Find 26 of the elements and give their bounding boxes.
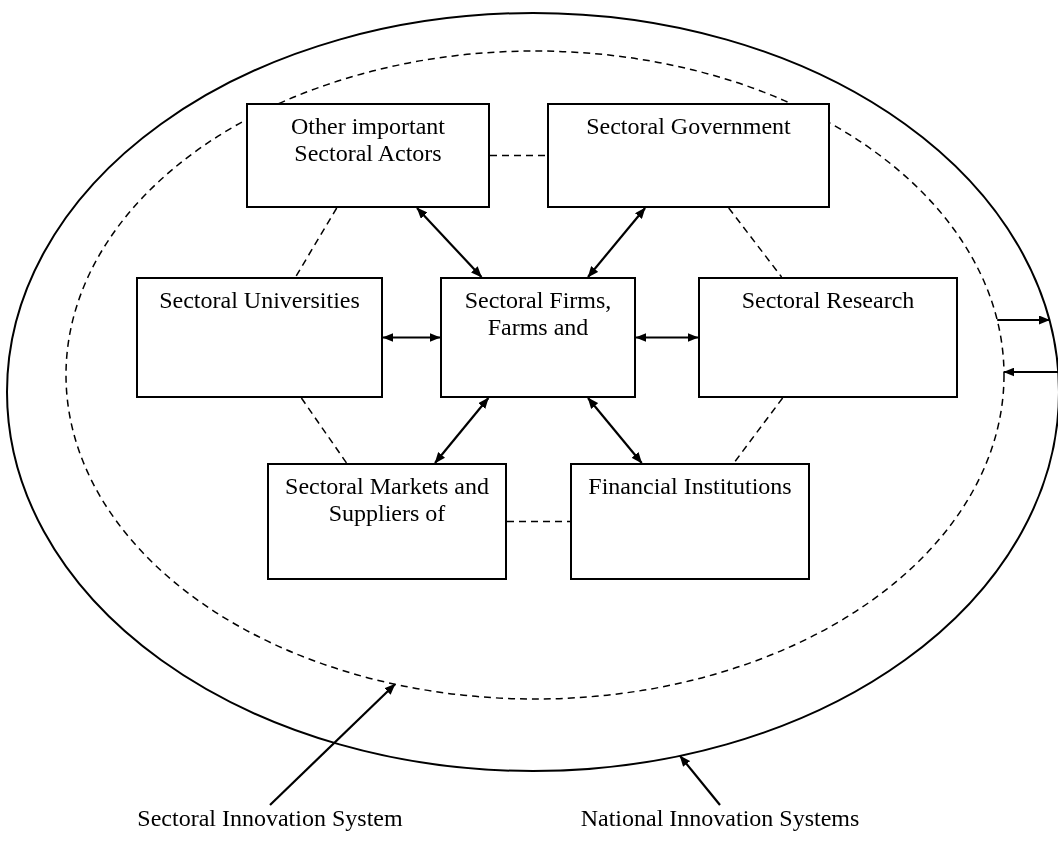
dashed-connector xyxy=(506,520,571,523)
leader-line xyxy=(269,683,396,806)
arrow xyxy=(1003,367,1058,377)
actor-box: Sectoral Research xyxy=(698,277,958,398)
dashed-connector xyxy=(733,397,784,464)
actor-box: Sectoral Universities xyxy=(136,277,383,398)
dashed-connector xyxy=(294,207,338,278)
actor-box: Financial Institutions xyxy=(570,463,810,580)
double-arrow xyxy=(587,207,646,278)
double-arrow xyxy=(587,397,643,464)
dashed-ellipse xyxy=(65,50,1005,700)
double-arrow xyxy=(434,397,490,464)
arrow xyxy=(997,315,1050,325)
dashed-connector xyxy=(727,207,783,278)
leader-line xyxy=(679,755,721,806)
actor-box: Sectoral Government xyxy=(547,103,830,208)
system-label: National Innovation Systems xyxy=(570,805,870,837)
actor-box: Sectoral Firms, Farms and xyxy=(440,277,636,398)
dashed-connector xyxy=(489,154,548,157)
system-label: Sectoral Innovation System xyxy=(120,805,420,837)
actor-box: Other important Sectoral Actors xyxy=(246,103,490,208)
double-arrow xyxy=(416,207,483,278)
double-arrow xyxy=(635,333,699,342)
dashed-connector xyxy=(300,397,348,464)
double-arrow xyxy=(382,333,441,342)
actor-box: Sectoral Markets and Suppliers of xyxy=(267,463,507,580)
